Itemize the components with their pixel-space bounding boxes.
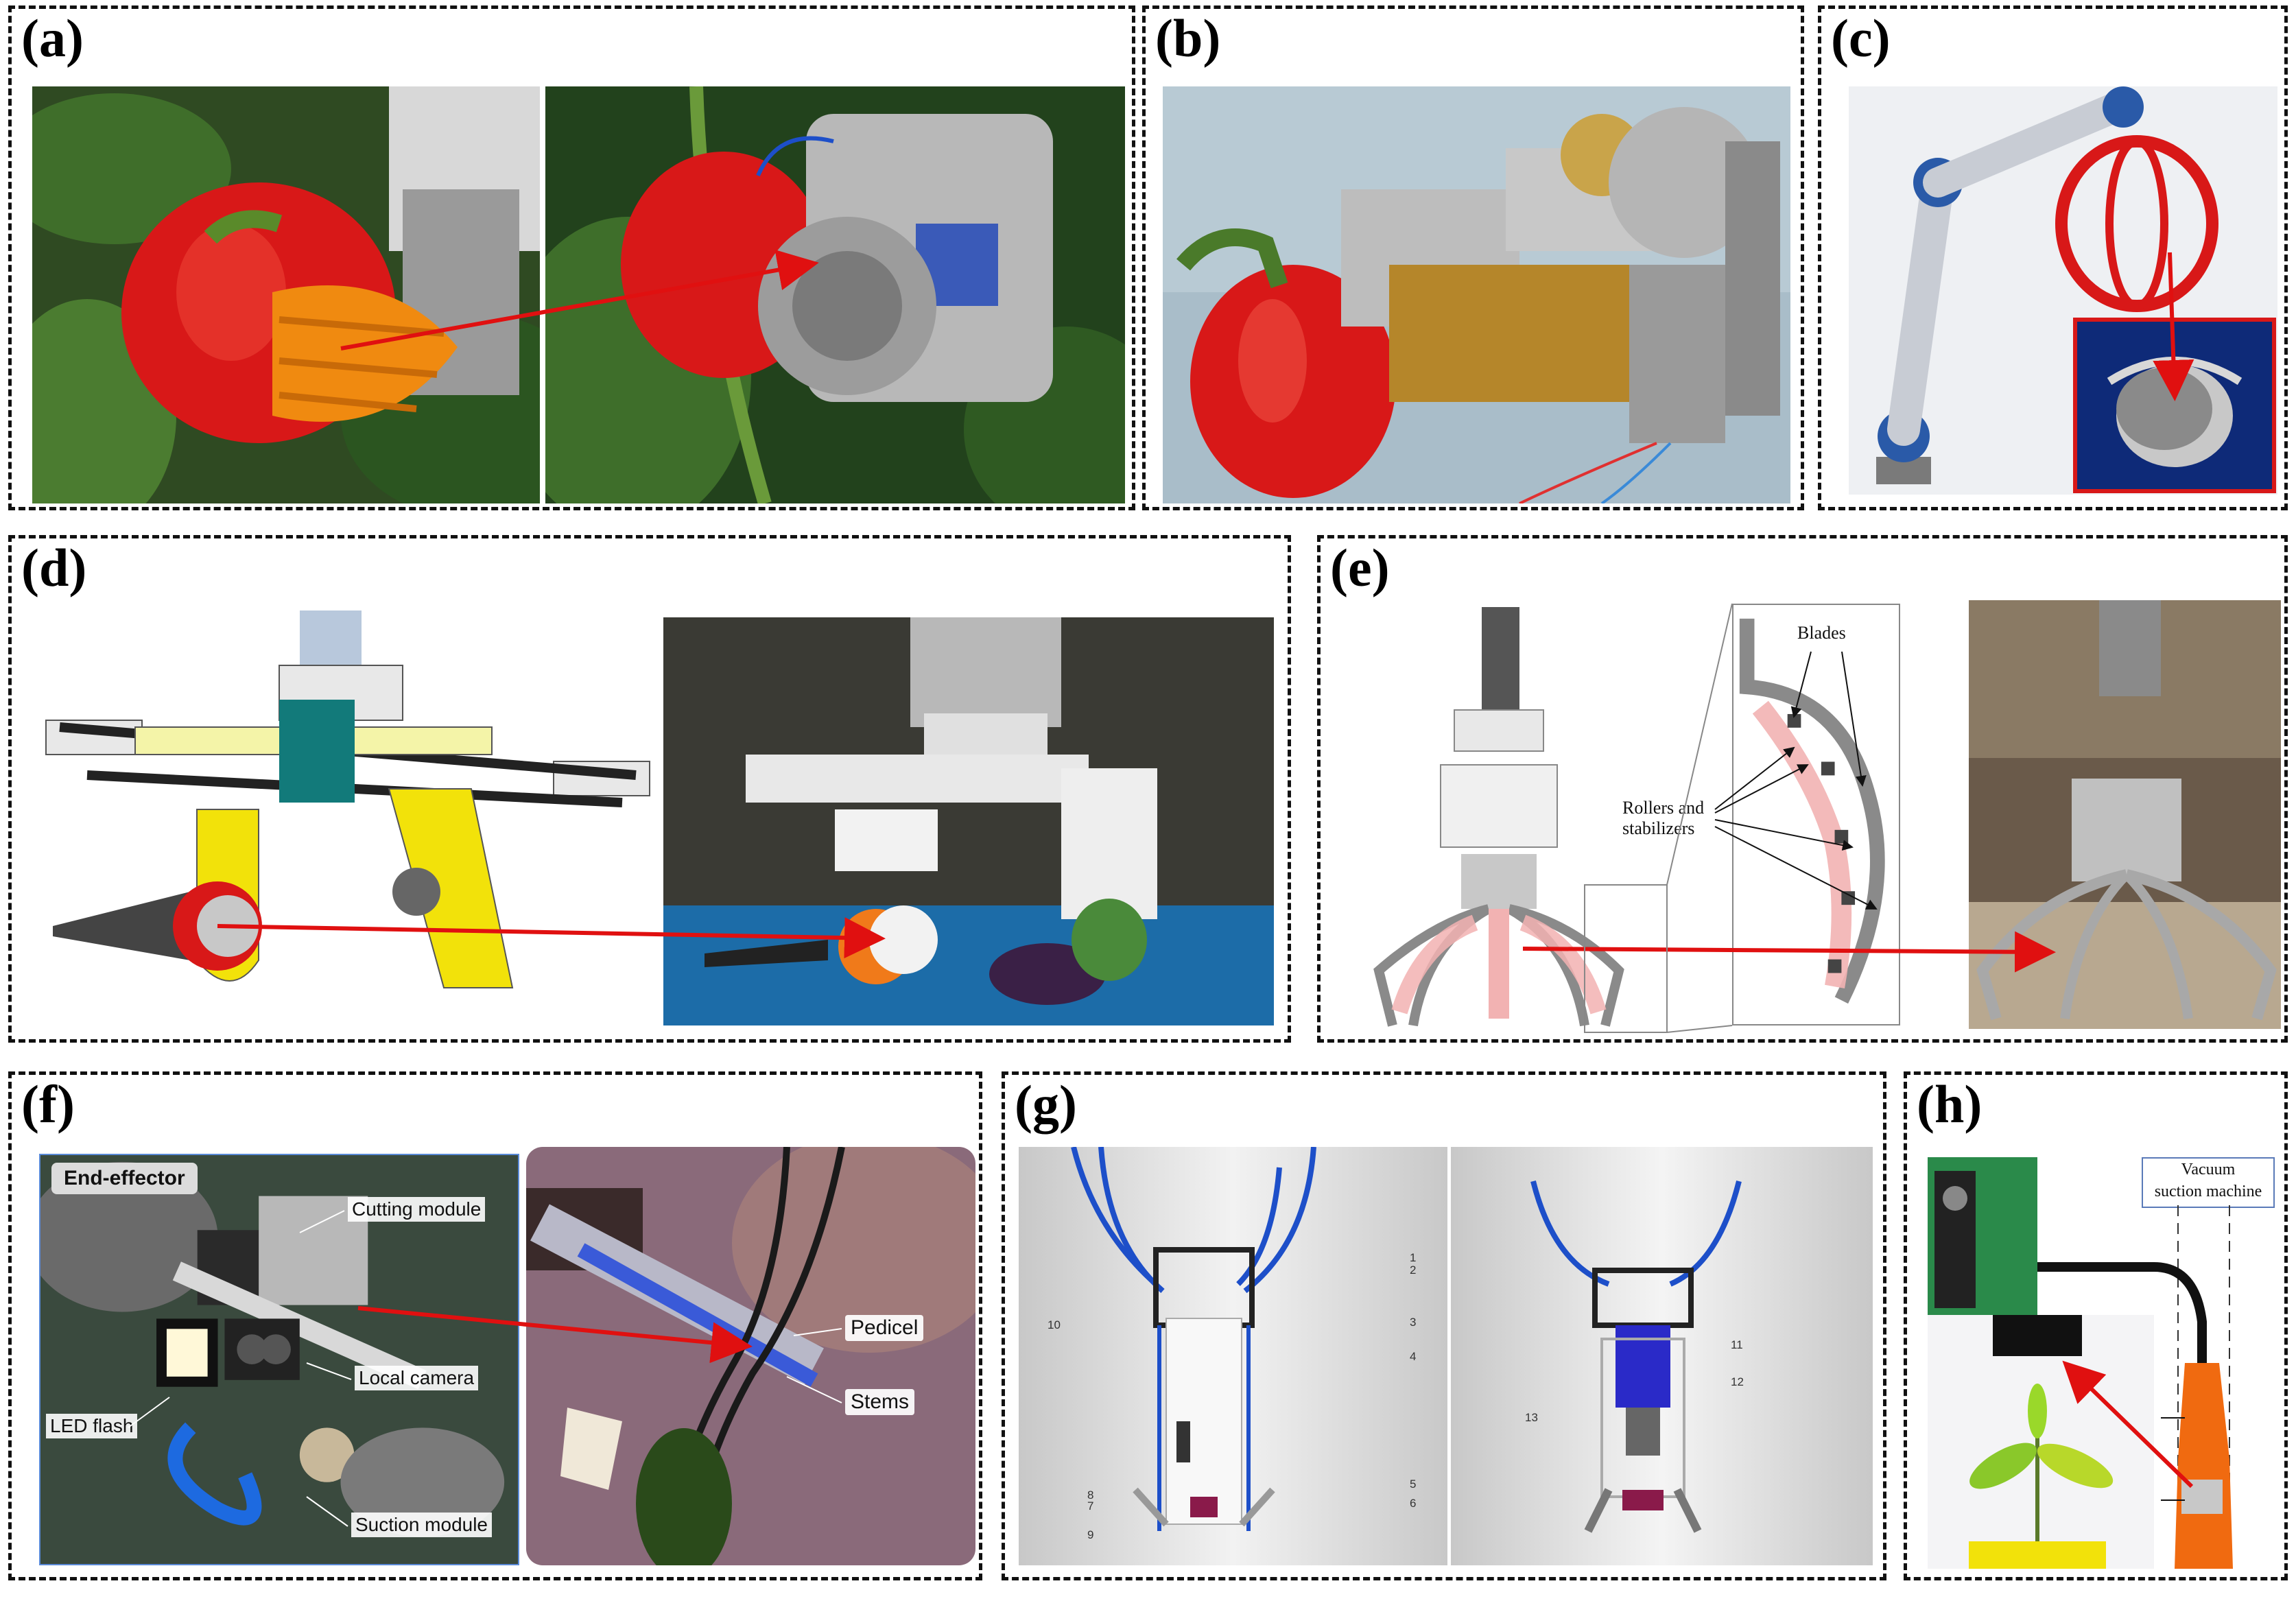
panel-d-cad-render	[32, 604, 663, 1015]
panel-a: (a)	[8, 5, 1135, 510]
panel-g-label: (g)	[1015, 1074, 1077, 1134]
panel-h-vacuum-label-line1: Vacuum	[2181, 1161, 2236, 1178]
panel-g-callout-2: 2	[1410, 1264, 1417, 1277]
panel-e-rollers-label-line2: stabilizers	[1622, 818, 1695, 838]
panel-b: (b)	[1142, 5, 1804, 510]
panel-f-led-flash-label: LED flash	[46, 1414, 138, 1438]
panel-f-label: (f)	[21, 1074, 75, 1134]
panel-e-blades-label: Blades	[1797, 623, 1846, 643]
panel-f-cutting-module-label: Cutting module	[348, 1197, 486, 1222]
panel-b-photo	[1163, 86, 1790, 503]
panel-d-label: (d)	[21, 538, 87, 597]
panel-e-cad-render	[1351, 600, 1640, 1032]
panel-f-photo-right	[526, 1147, 975, 1565]
panel-f-suction-module-label: Suction module	[351, 1513, 493, 1537]
panel-a-photo-left	[32, 86, 540, 503]
panel-g-callout-4: 4	[1410, 1350, 1417, 1363]
panel-f-stems-label: Stems	[845, 1389, 915, 1415]
panel-h: (h) Vacuum suction machine	[1904, 1071, 2288, 1580]
panel-g-callout-1: 1	[1410, 1251, 1417, 1264]
panel-c-label: (c)	[1831, 8, 1891, 68]
panel-c: (c)	[1818, 5, 2288, 510]
panel-g-callout-6: 6	[1410, 1497, 1417, 1510]
panel-g-callout-7: 7	[1087, 1499, 1094, 1513]
panel-h-photo	[1928, 1157, 2037, 1315]
panel-g-callout-10: 10	[1048, 1318, 1061, 1331]
panel-e-detail-inset	[1732, 604, 1900, 1025]
panel-c-render	[1849, 86, 2277, 495]
panel-g-render-left	[1019, 1147, 1447, 1565]
panel-h-label: (h)	[1917, 1074, 1983, 1134]
panel-e-rollers-label-line1: Rollers and	[1622, 798, 1705, 818]
panel-f-photo-left	[39, 1154, 519, 1565]
panel-g-callout-11: 11	[1731, 1338, 1743, 1351]
panel-f-local-camera-label: Local camera	[355, 1366, 479, 1390]
panel-b-label: (b)	[1155, 8, 1221, 68]
panel-d: (d)	[8, 535, 1291, 1043]
panel-g-callout-3: 3	[1410, 1316, 1417, 1329]
panel-h-vacuum-label-line2: suction machine	[2154, 1183, 2262, 1200]
panel-e-photo	[1969, 600, 2281, 1029]
panel-g: (g) 1 2 3 4 5 6 7 8 9 10	[1002, 1071, 1886, 1580]
panel-g-callout-13: 13	[1525, 1411, 1538, 1424]
panel-g-callout-8: 8	[1087, 1489, 1094, 1502]
panel-e-label: (e)	[1330, 538, 1390, 597]
panel-f-pedicel-label: Pedicel	[845, 1315, 924, 1341]
panel-h-photo-plant	[1928, 1315, 2154, 1569]
panel-g-callout-5: 5	[1410, 1478, 1417, 1491]
panel-f: (f) End-effector Cutting module Local ca…	[8, 1071, 982, 1580]
panel-d-photo	[663, 617, 1274, 1025]
panel-g-callout-12: 12	[1731, 1375, 1744, 1388]
panel-g-render-right	[1451, 1147, 1873, 1565]
panel-e: (e) Blades Rollers and	[1317, 535, 2288, 1043]
panel-f-end-effector-label: End-effector	[51, 1163, 198, 1194]
panel-h-vacuum-box: Vacuum suction machine	[2142, 1157, 2275, 1208]
panel-a-photo-right	[545, 86, 1125, 503]
panel-g-callout-9: 9	[1087, 1528, 1094, 1541]
panel-a-label: (a)	[21, 8, 84, 68]
